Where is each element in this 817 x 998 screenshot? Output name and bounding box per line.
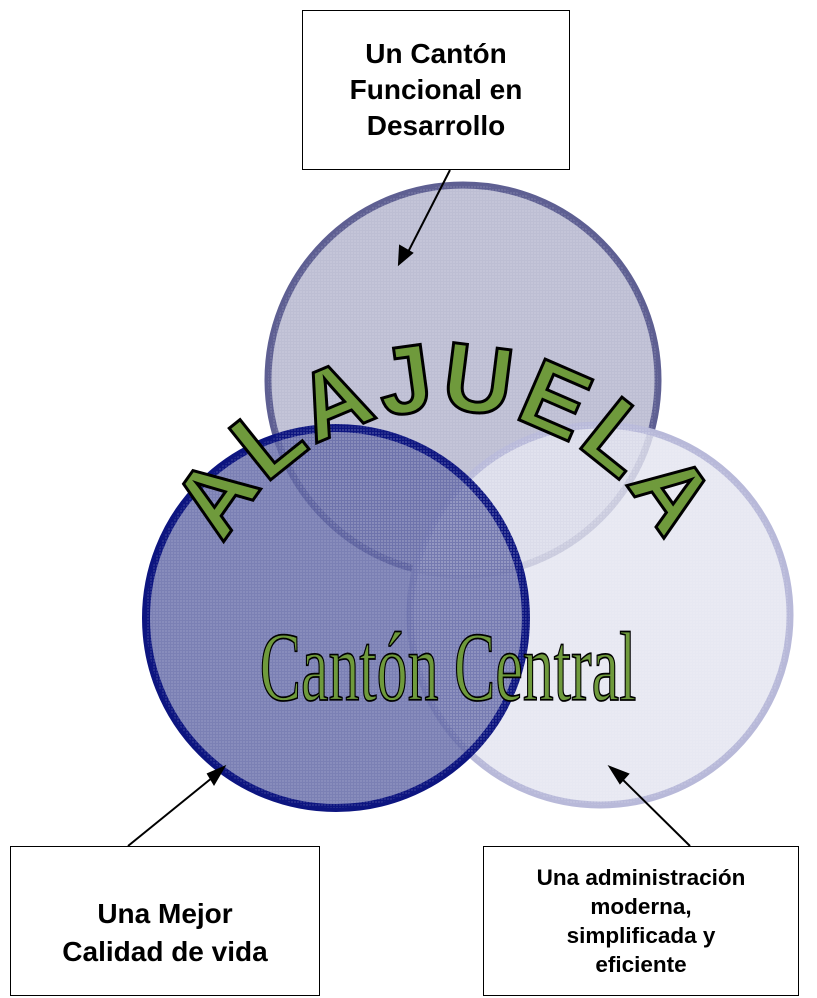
arrow-right <box>615 772 691 847</box>
box-top-line-3: Desarrollo <box>366 110 506 141</box>
box-right-line-3: simplificada y <box>566 923 716 948</box>
box-left-line-1: Una Mejor <box>97 898 233 929</box>
arrow-left-head <box>206 764 227 786</box>
arrow-right-head <box>607 764 630 785</box>
arrow-top <box>404 169 451 259</box>
goal-box-calidad-vida: Una Mejor Calidad de vida <box>10 846 320 996</box>
arrow-left <box>127 772 219 847</box>
circle-right-texture <box>410 425 790 805</box>
goal-box-administracion: Una administración moderna, simplificada… <box>483 846 799 996</box>
goal-box-canton-funcional: Un Cantón Funcional en Desarrollo <box>302 10 570 170</box>
box-right-line-1: Una administración <box>536 865 746 890</box>
box-right-line-4: eficiente <box>595 952 687 977</box>
arrow-top-head <box>397 244 414 267</box>
circle-left-texture <box>146 428 526 808</box>
canton-central-text: Cantón Central <box>260 611 637 721</box>
box-top-line-2: Funcional en <box>349 74 523 105</box>
box-right-line-2: moderna, <box>590 894 692 919</box>
box-left-line-2: Calidad de vida <box>62 936 268 967</box>
box-top-line-1: Un Cantón <box>365 38 507 69</box>
